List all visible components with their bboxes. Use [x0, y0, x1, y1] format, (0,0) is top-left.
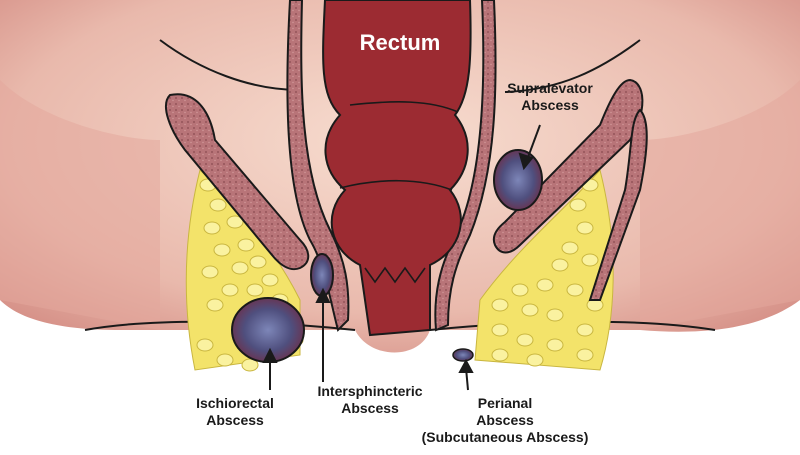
fat-globule — [511, 283, 529, 297]
fat-globule — [213, 243, 231, 257]
perianal-label-line3: (Subcutaneous Abscess) — [421, 429, 589, 446]
ischiorectal-arrowhead — [262, 347, 278, 363]
fat-globule — [249, 255, 267, 269]
fat-globules — [196, 178, 604, 372]
perianal-arrowhead — [458, 358, 474, 373]
left-buttock-shade — [0, 80, 160, 330]
left-external-sphincter — [286, 0, 350, 332]
fat-globule — [261, 273, 279, 287]
ischiorectal-label: Ischiorectal Abscess — [170, 395, 300, 429]
right-cleft-line — [504, 39, 641, 93]
intersphincteric-arrowhead — [315, 287, 331, 303]
fat-globule — [576, 221, 594, 235]
fat-globule — [216, 353, 234, 367]
perianal-label: Perianal Abscess (Subcutaneous Abscess) — [400, 395, 610, 446]
fat-globule — [566, 283, 584, 297]
fat-globule — [546, 308, 564, 322]
intersphincteric-label-line2: Abscess — [341, 400, 399, 417]
fat-globule — [516, 333, 534, 347]
intersphincteric-abscess — [310, 253, 334, 297]
ischiorectal-label-line2: Abscess — [206, 412, 264, 429]
fat-globule — [237, 238, 255, 252]
fat-globule — [196, 338, 214, 352]
rectal-fold-1 — [349, 101, 459, 113]
fat-globule — [246, 283, 264, 297]
rectum — [322, 0, 472, 337]
fat-globule — [546, 338, 564, 352]
ischiorectal-label-line1: Ischiorectal — [196, 395, 274, 411]
fat-globule — [561, 241, 579, 255]
right-lateral-muscle — [588, 108, 648, 301]
perianal-label-line2: Abscess — [476, 412, 534, 429]
supralevator-label: Supralevator Abscess — [480, 80, 620, 114]
supralevator-arrow — [526, 124, 541, 161]
fat-globule — [576, 348, 594, 362]
fat-globule — [241, 358, 259, 372]
fat-globule — [203, 221, 221, 235]
fat-globule — [491, 323, 509, 337]
fat-globule — [491, 298, 509, 312]
perianal-label-line1: Perianal — [477, 395, 533, 411]
fat-globule — [221, 283, 239, 297]
fat-globule — [576, 323, 594, 337]
left-cleft-line — [159, 39, 301, 91]
fat-globule — [206, 298, 224, 312]
fat-globule — [581, 253, 599, 267]
fat-globule — [536, 278, 554, 292]
rectum-label: Rectum — [359, 30, 441, 55]
fat-globule — [521, 303, 539, 317]
fat-globule — [551, 258, 569, 272]
left-levator-muscle — [165, 93, 310, 271]
fat-globule — [491, 348, 509, 362]
fat-globule — [526, 353, 544, 367]
intersphincteric-label-line1: Intersphincteric — [317, 383, 423, 399]
fat-globule — [569, 198, 587, 212]
intersphincteric-label: Intersphincteric Abscess — [300, 383, 440, 417]
perianal-abscess — [452, 348, 474, 362]
fat-globule — [226, 215, 244, 229]
fat-globule — [209, 198, 227, 212]
supralevator-abscess — [493, 149, 543, 211]
fat-globule — [201, 265, 219, 279]
supralevator-label-line2: Abscess — [521, 97, 579, 114]
rectal-fold-2 — [339, 179, 453, 191]
anal-columns — [364, 266, 426, 284]
supralevator-label-line1: Supralevator — [507, 80, 593, 96]
right-buttock-shade — [640, 80, 800, 330]
supralevator-arrowhead — [518, 152, 534, 171]
fat-globule — [231, 261, 249, 275]
